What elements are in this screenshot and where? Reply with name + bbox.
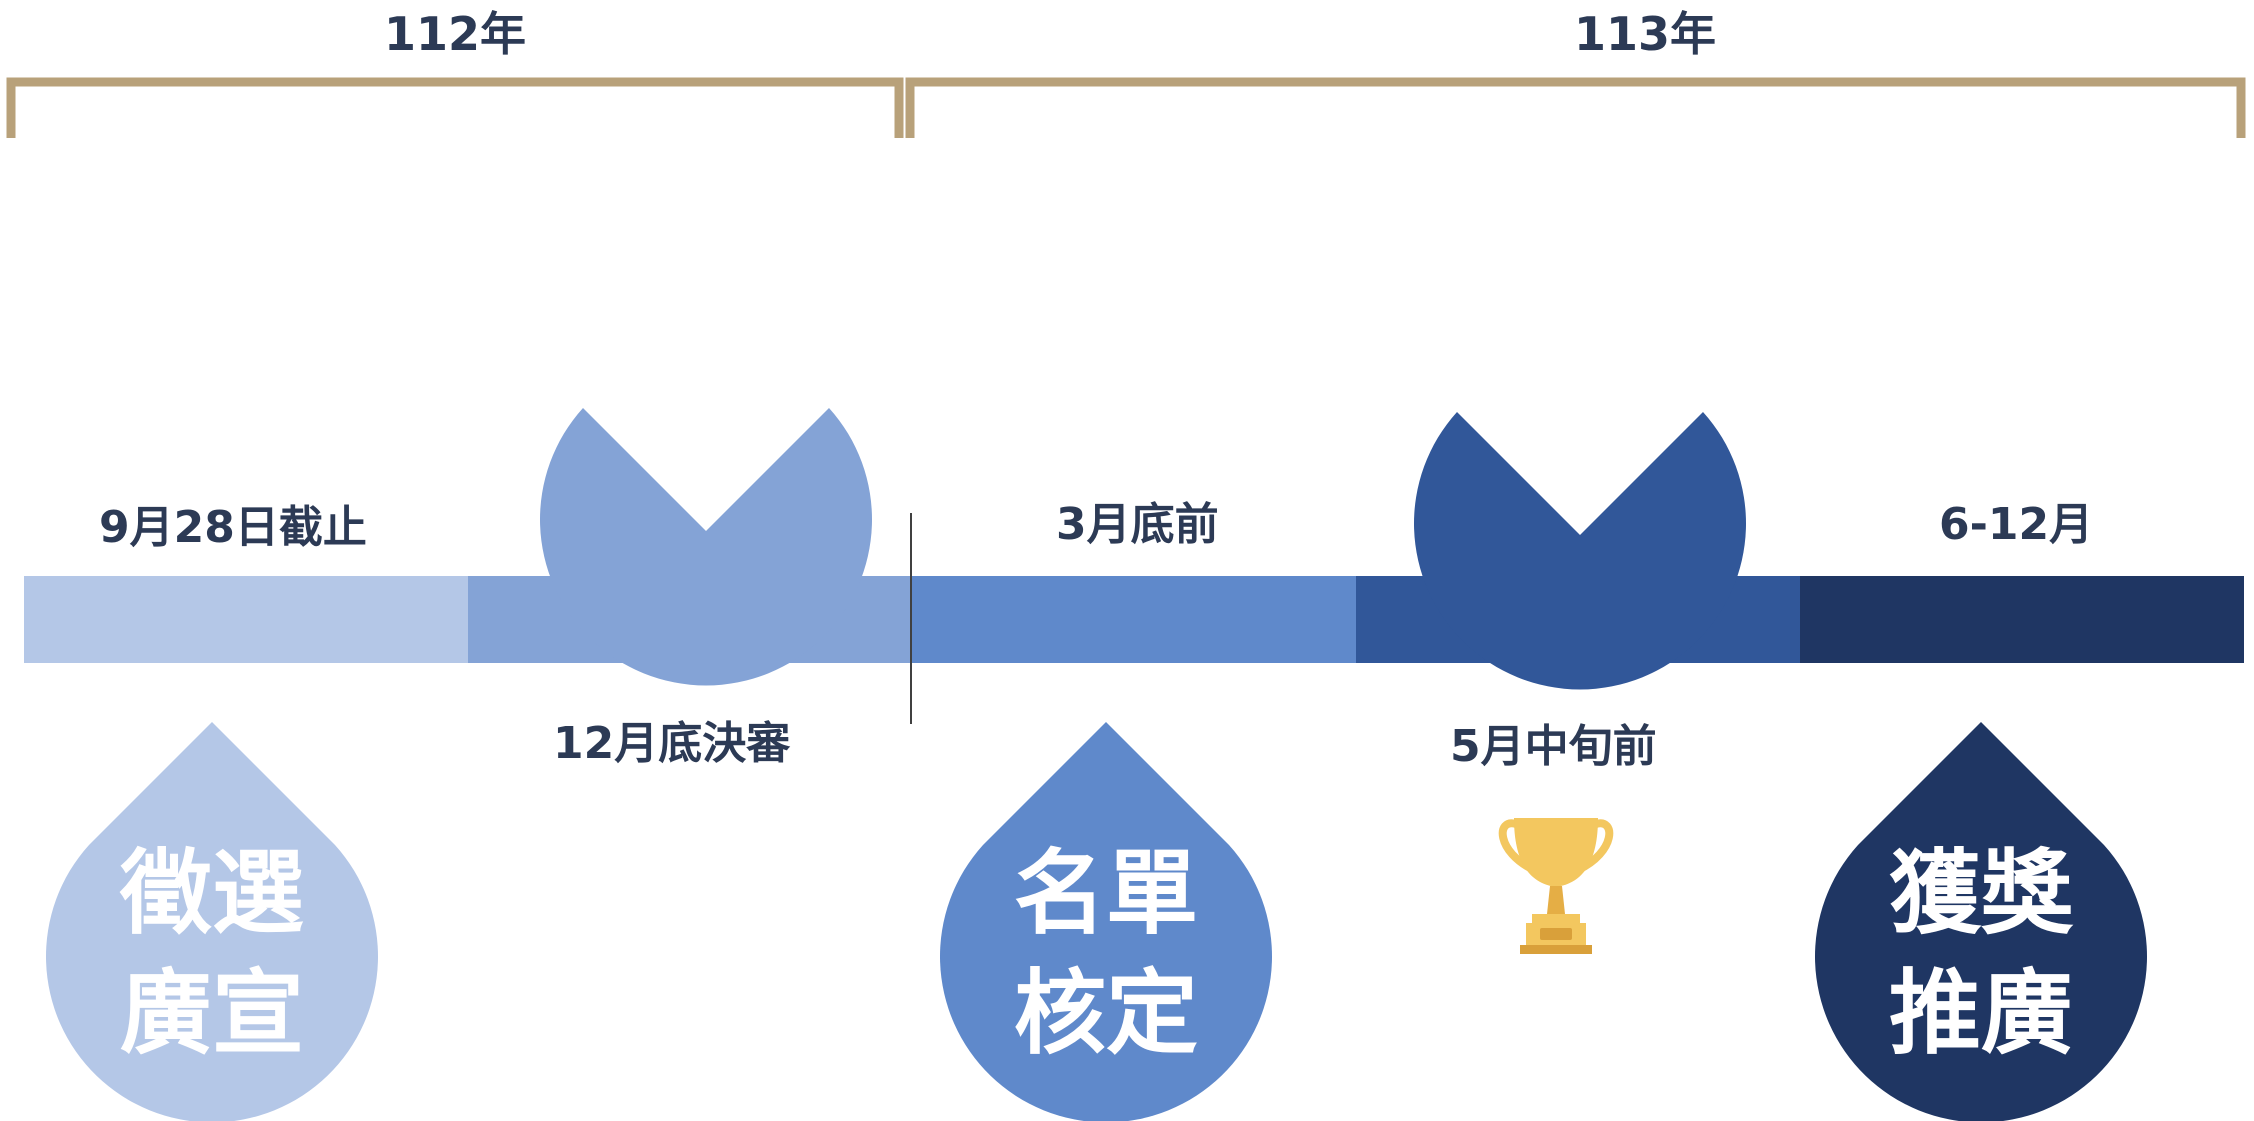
stage-bubble-solicitation: 徵選 廣宣 xyxy=(46,722,378,1121)
year-113-bracket-line xyxy=(905,77,2246,138)
year-113-label: 113年 xyxy=(1574,7,1716,61)
stage-bubble-promotion-shape xyxy=(1815,722,2147,1121)
date-label-sep28: 9月28日截止 xyxy=(99,502,367,553)
stage-bubble-ceremony-shape xyxy=(1414,412,1747,690)
timeline-bar xyxy=(24,576,2244,663)
stage-bubble-solicitation-line2: 廣宣 xyxy=(120,960,304,1067)
stage-bubble-approval-shape xyxy=(940,722,1272,1121)
stage-bubble-approval-line1: 名單 xyxy=(1014,840,1198,947)
timeline-segment-5 xyxy=(1800,576,2244,663)
stage-bubble-solicitation-shape xyxy=(46,722,378,1121)
stage-bubble-ceremony-line1: 頒獎 xyxy=(1488,212,1673,319)
year-112-bracket-line xyxy=(6,77,904,138)
trophy-icon-foot xyxy=(1520,945,1592,954)
timeline-segment-3 xyxy=(912,576,1356,663)
trophy-icon-base-top xyxy=(1532,914,1580,923)
date-label-jun-dec: 6-12月 xyxy=(1939,499,2093,550)
timeline-segment-1 xyxy=(24,576,468,663)
year-112-label: 112年 xyxy=(384,7,526,61)
stage-bubble-promotion-line1: 獲獎 xyxy=(1889,840,2074,947)
stage-bubble-ceremony-line2: 典禮 xyxy=(1488,333,1672,440)
stage-bubble-promotion: 獲獎 推廣 xyxy=(1815,722,2147,1121)
stage-bubble-review-line2: 作業 xyxy=(614,329,798,436)
date-label-dec-end: 12月底決審 xyxy=(553,718,791,769)
stage-bubble-ceremony: 頒獎 典禮 xyxy=(1414,212,1747,690)
stage-bubble-approval: 名單 核定 xyxy=(940,722,1272,1121)
stage-bubble-promotion-line2: 推廣 xyxy=(1889,960,2073,1067)
stage-bubble-solicitation-line1: 徵選 xyxy=(119,840,304,947)
stage-bubble-review-shape xyxy=(539,408,872,686)
date-label-may-mid: 5月中旬前 xyxy=(1450,721,1657,772)
trophy-icon xyxy=(1498,818,1614,954)
trophy-icon-cup xyxy=(1514,818,1598,887)
trophy-icon-stem xyxy=(1547,886,1565,914)
stage-bubble-approval-line2: 核定 xyxy=(1014,960,1198,1067)
date-label-mar-end: 3月底前 xyxy=(1056,499,1219,550)
year-113-bracket: 113年 xyxy=(905,7,2246,138)
stage-bubble-review-line1: 評審 xyxy=(614,208,799,315)
year-112-bracket: 112年 xyxy=(6,7,904,138)
trophy-icon-plaque xyxy=(1540,928,1572,940)
stage-bubble-review: 評審 作業 xyxy=(539,208,872,686)
